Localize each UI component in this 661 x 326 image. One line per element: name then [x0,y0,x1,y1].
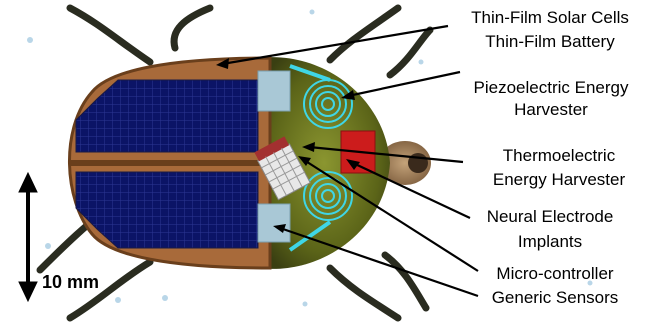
label-microcontroller: Micro-controller [470,264,640,284]
label-piezo-line1: Piezoelectric Energy [446,78,656,98]
battery-block-top [258,71,290,111]
label-piezo-line2: Harvester [446,100,656,120]
scale-bar-label: 10 mm [42,272,99,293]
scale-bar [19,173,37,301]
label-neural-line2: Implants [460,232,640,252]
label-battery: Thin-Film Battery [450,32,650,52]
label-neural-line1: Neural Electrode [460,207,640,227]
label-thermo-line1: Thermoelectric [464,146,654,166]
label-thermo-line2: Energy Harvester [464,170,654,190]
label-solar-cells: Thin-Film Solar Cells [450,8,650,28]
battery-block-bottom [258,204,290,242]
label-sensors: Generic Sensors [470,288,640,308]
